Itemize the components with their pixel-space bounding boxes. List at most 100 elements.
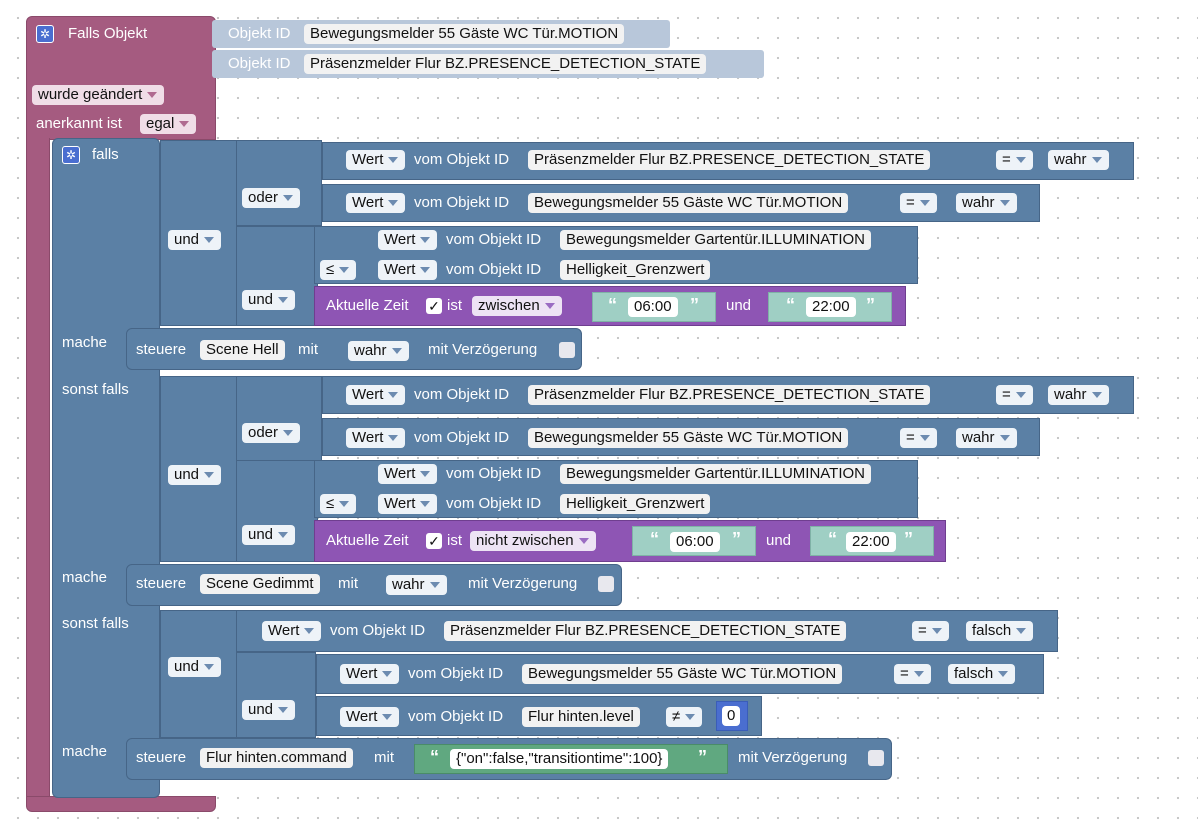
gear-icon[interactable]: ✲ (62, 146, 80, 164)
and-block-3b[interactable] (236, 652, 316, 738)
changed-dropdown[interactable]: wurde geändert (32, 85, 165, 105)
und-label: und (766, 532, 792, 549)
value-dropdown[interactable]: Wert (346, 385, 406, 405)
or-block-1[interactable] (236, 140, 322, 226)
operator-dropdown[interactable]: = (912, 621, 949, 641)
trigger-object-2[interactable]: Präsenzmelder Flur BZ.PRESENCE_DETECTION… (304, 54, 707, 74)
object-id-label: Objekt ID (228, 25, 291, 42)
delay-label: mit Verzögerung (428, 341, 538, 358)
and-dropdown-2[interactable]: und (168, 465, 222, 485)
value-dropdown[interactable]: Wert (378, 464, 438, 484)
ack-dropdown[interactable]: egal (140, 114, 197, 134)
trigger-block-footer (26, 796, 216, 812)
and-dropdown-1b[interactable]: und (242, 290, 296, 310)
object-flur-level[interactable]: Flur hinten.level (522, 707, 640, 727)
ack-label: anerkannt ist (36, 115, 122, 132)
gear-icon[interactable]: ✲ (36, 25, 54, 43)
value-dropdown[interactable]: Wert (340, 664, 400, 684)
mit-label: mit (298, 341, 318, 358)
object-id-label: Objekt ID (228, 55, 291, 72)
and-dropdown-3b[interactable]: und (242, 700, 296, 720)
value-dropdown[interactable]: Wert (378, 230, 438, 250)
object-presence[interactable]: Präsenzmelder Flur BZ.PRESENCE_DETECTION… (528, 385, 931, 405)
check-icon[interactable]: ✓ (426, 533, 442, 549)
quote-open-icon: “ (430, 747, 439, 767)
or-block-2[interactable] (236, 376, 322, 462)
or-dropdown-2[interactable]: oder (242, 423, 301, 443)
object-id-label: vom Objekt ID (446, 261, 542, 278)
bool-dropdown[interactable]: falsch (966, 621, 1034, 641)
steuere-label: steuere (136, 749, 187, 766)
bool-dropdown[interactable]: wahr (956, 193, 1017, 213)
steuere-label: steuere (136, 575, 187, 592)
object-id-label: vom Objekt ID (414, 386, 510, 403)
number-value[interactable]: 0 (722, 706, 741, 726)
delay-checkbox[interactable] (868, 750, 884, 766)
delay-checkbox[interactable] (559, 342, 575, 358)
or-dropdown-1[interactable]: oder (242, 188, 301, 208)
value-dropdown[interactable]: Wert (340, 707, 400, 727)
time-from[interactable]: 06:00 (628, 297, 678, 317)
delay-checkbox[interactable] (598, 576, 614, 592)
bool-dropdown[interactable]: wahr (1048, 150, 1109, 170)
operator-dropdown[interactable]: ≤ (320, 494, 357, 514)
object-id-label: vom Objekt ID (414, 151, 510, 168)
time-to[interactable]: 22:00 (806, 297, 856, 317)
quote-close-icon: ” (698, 747, 707, 767)
value-dropdown[interactable]: Wert (262, 621, 322, 641)
value-dropdown[interactable]: Wert (346, 150, 406, 170)
delay-label: mit Verzögerung (738, 749, 848, 766)
scene-gedimmt[interactable]: Scene Gedimmt (200, 574, 320, 594)
time-from[interactable]: 06:00 (670, 532, 720, 552)
time-op-dropdown[interactable]: zwischen (472, 296, 562, 316)
bool-dropdown[interactable]: wahr (1048, 385, 1109, 405)
sonst-falls-label: sonst falls (62, 381, 129, 398)
control-block-2[interactable] (126, 564, 622, 606)
check-icon[interactable]: ✓ (426, 298, 442, 314)
object-limit[interactable]: Helligkeit_Grenzwert (560, 260, 711, 280)
object-motion[interactable]: Bewegungsmelder 55 Gäste WC Tür.MOTION (528, 193, 849, 213)
object-limit[interactable]: Helligkeit_Grenzwert (560, 494, 711, 514)
bool-dropdown[interactable]: falsch (948, 664, 1016, 684)
object-flur-command[interactable]: Flur hinten.command (200, 748, 353, 768)
mit-label: mit (374, 749, 394, 766)
and-dropdown-3[interactable]: und (168, 657, 222, 677)
bool-dropdown[interactable]: wahr (386, 575, 447, 595)
and-dropdown-1[interactable]: und (168, 230, 222, 250)
operator-dropdown[interactable]: = (894, 664, 931, 684)
time-to[interactable]: 22:00 (846, 532, 896, 552)
quote-open-icon: “ (608, 295, 617, 315)
scene-hell[interactable]: Scene Hell (200, 340, 285, 360)
object-id-label: vom Objekt ID (446, 495, 542, 512)
object-motion[interactable]: Bewegungsmelder 55 Gäste WC Tür.MOTION (528, 428, 849, 448)
operator-dropdown[interactable]: = (900, 193, 937, 213)
value-dropdown[interactable]: Wert (346, 428, 406, 448)
trigger-title: Falls Objekt (68, 25, 148, 42)
object-presence[interactable]: Präsenzmelder Flur BZ.PRESENCE_DETECTION… (444, 621, 847, 641)
time-op-dropdown[interactable]: nicht zwischen (470, 531, 596, 551)
operator-dropdown[interactable]: = (996, 150, 1033, 170)
and-dropdown-2b[interactable]: und (242, 525, 296, 545)
bool-dropdown[interactable]: wahr (348, 341, 409, 361)
bool-dropdown[interactable]: wahr (956, 428, 1017, 448)
value-dropdown[interactable]: Wert (346, 193, 406, 213)
ist-label: ist (447, 297, 462, 314)
value-dropdown[interactable]: Wert (378, 260, 438, 280)
operator-dropdown[interactable]: ≠ (666, 707, 703, 727)
trigger-object-1[interactable]: Bewegungsmelder 55 Gäste WC Tür.MOTION (304, 24, 625, 44)
object-motion[interactable]: Bewegungsmelder 55 Gäste WC Tür.MOTION (522, 664, 843, 684)
object-illumination[interactable]: Bewegungsmelder Gartentür.ILLUMINATION (560, 230, 872, 250)
object-id-label: vom Objekt ID (414, 194, 510, 211)
operator-dropdown[interactable]: = (900, 428, 937, 448)
operator-dropdown[interactable]: = (996, 385, 1033, 405)
and-block-2b[interactable] (236, 460, 318, 562)
object-illumination[interactable]: Bewegungsmelder Gartentür.ILLUMINATION (560, 464, 872, 484)
quote-close-icon: ” (690, 295, 699, 315)
operator-dropdown[interactable]: ≤ (320, 260, 357, 280)
and-block-1b[interactable] (236, 226, 318, 326)
value-dropdown[interactable]: Wert (378, 494, 438, 514)
if-block[interactable] (52, 138, 160, 798)
quote-open-icon: “ (828, 529, 837, 549)
command-value[interactable]: {"on":false,"transitiontime":100} (450, 749, 669, 769)
object-presence[interactable]: Präsenzmelder Flur BZ.PRESENCE_DETECTION… (528, 150, 931, 170)
